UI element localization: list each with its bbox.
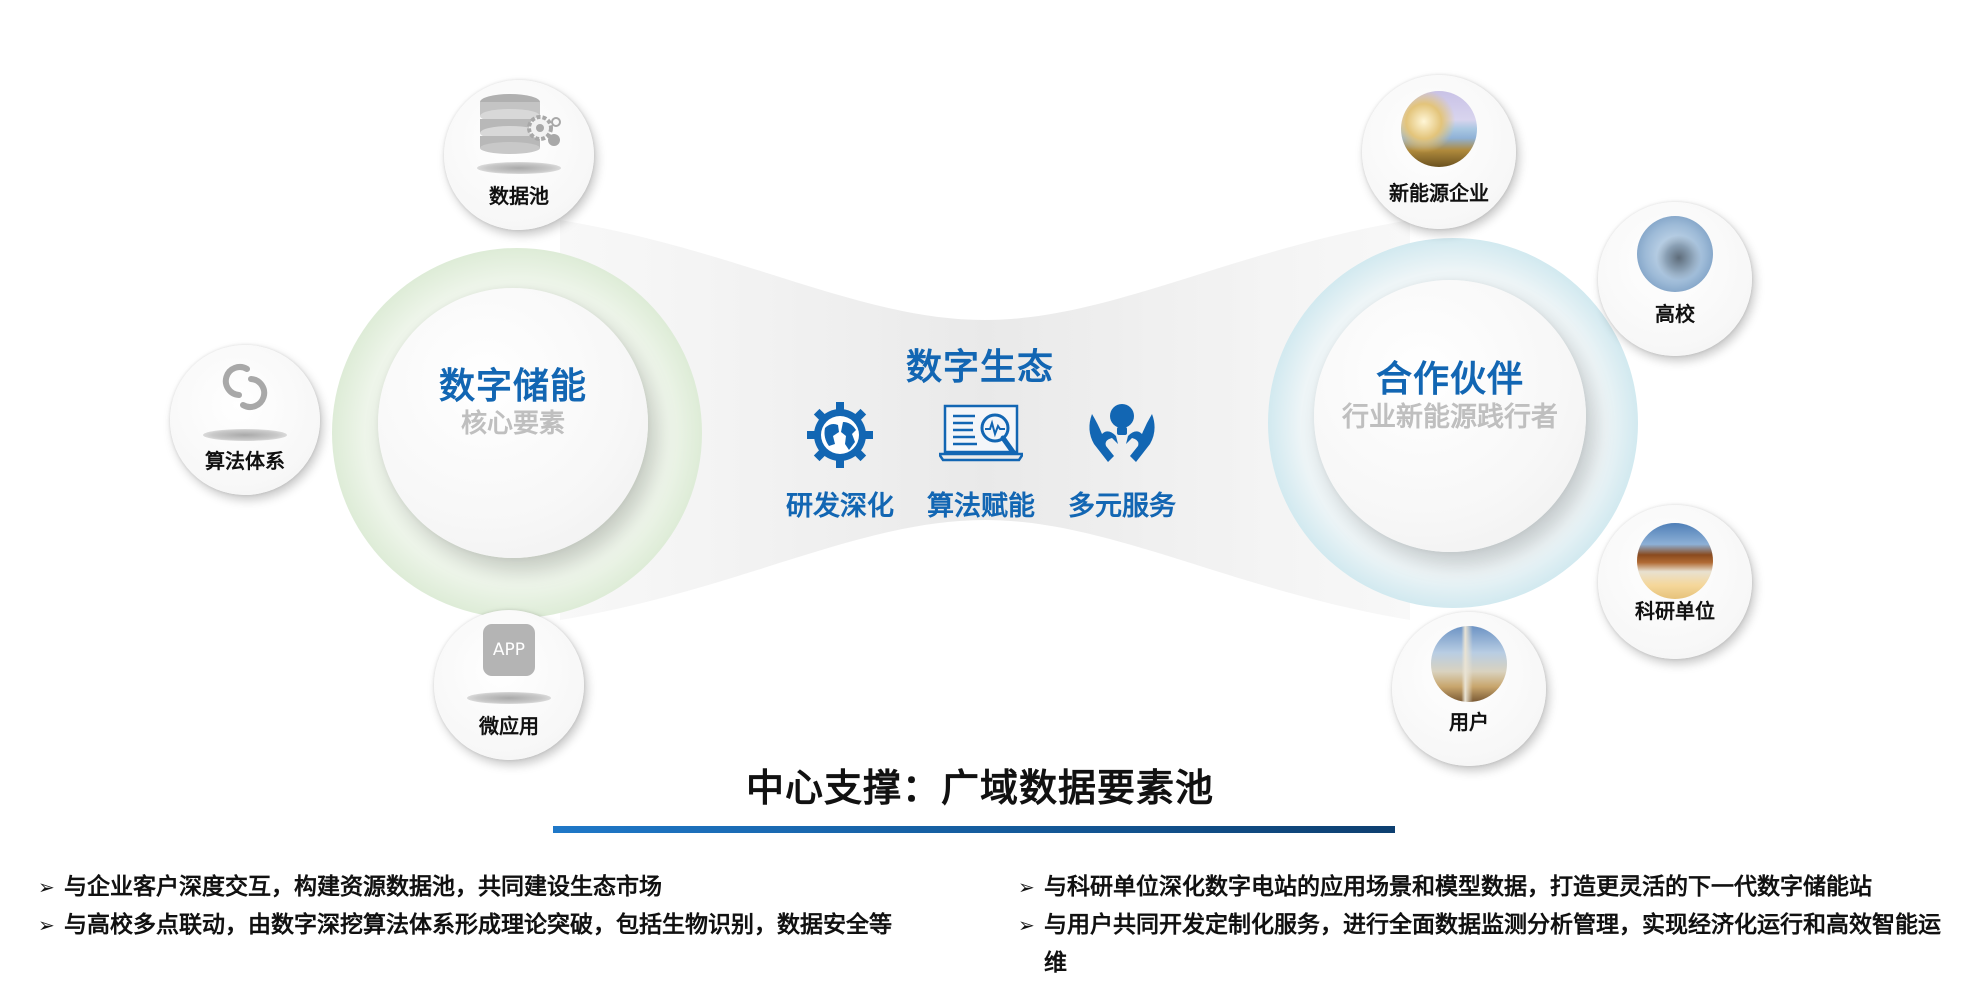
- bullets-left: ➢ 与企业客户深度交互，构建资源数据池，共同建设生态市场 ➢ 与高校多点联动，由…: [38, 868, 998, 944]
- algorithm-loop-icon: [222, 364, 268, 410]
- bullet-arrow-icon: ➢: [38, 913, 55, 937]
- bullets-right: ➢ 与科研单位深化数字电站的应用场景和模型数据，打造更灵活的下一代数字储能站 ➢…: [1018, 868, 1958, 982]
- satellite-label: 科研单位: [1635, 599, 1715, 623]
- bullet-arrow-icon: ➢: [1018, 913, 1035, 937]
- handshake-photo: [1637, 523, 1713, 599]
- robot-hand-photo: [1637, 216, 1713, 292]
- globe-gear-icon: [807, 402, 873, 468]
- bullet-text: 与用户共同开发定制化服务，进行全面数据监测分析管理，实现经济化运行和高效智能运维: [1044, 912, 1941, 976]
- ecosystem-item-label: 研发深化: [786, 491, 894, 522]
- app-icon-text: APP: [492, 640, 526, 660]
- ecosystem-item-algorithm: 算法赋能: [906, 398, 1056, 523]
- satellite-micro-app: APP 微应用: [434, 610, 584, 760]
- laptop-analytics-icon: [939, 404, 1023, 462]
- ecosystem-title: 数字生态: [905, 347, 1054, 388]
- satellite-new-energy-enterprise: 新能源企业: [1362, 75, 1516, 229]
- bullet-text: 与科研单位深化数字电站的应用场景和模型数据，打造更灵活的下一代数字储能站: [1044, 874, 1872, 900]
- satellite-data-pool: 数据池: [444, 80, 594, 230]
- bullet-item: ➢ 与用户共同开发定制化服务，进行全面数据监测分析管理，实现经济化运行和高效智能…: [1018, 906, 1958, 982]
- satellite-label: 算法体系: [205, 449, 285, 473]
- satellite-label: 微应用: [479, 714, 539, 738]
- support-title: 中心支撑：广域数据要素池: [745, 766, 1214, 810]
- satellite-label: 高校: [1655, 302, 1695, 326]
- bullet-arrow-icon: ➢: [38, 875, 55, 899]
- database-gear-icon: [480, 94, 561, 154]
- satellite-algorithm-system: 算法体系: [170, 345, 320, 495]
- satellite-label: 新能源企业: [1389, 181, 1489, 205]
- core-circle: 数字储能 核心要素: [378, 288, 648, 558]
- city-skyline-photo: [1431, 626, 1507, 702]
- bullet-text: 与高校多点联动，由数字深挖算法体系形成理论突破，包括生物识别，数据安全等: [64, 912, 892, 938]
- icon-shadow: [467, 692, 551, 704]
- satellite-users: 用户: [1392, 612, 1546, 766]
- ecosystem-item-services: 多元服务: [1047, 398, 1197, 523]
- satellite-research-institute: 科研单位: [1598, 505, 1752, 659]
- bullet-item: ➢ 与高校多点联动，由数字深挖算法体系形成理论突破，包括生物识别，数据安全等: [38, 906, 998, 944]
- support-divider: [553, 826, 1395, 833]
- ecosystem-item-label: 多元服务: [1068, 491, 1176, 522]
- hands-lightbulb-icon: [1089, 404, 1155, 462]
- bullet-item: ➢ 与企业客户深度交互，构建资源数据池，共同建设生态市场: [38, 868, 998, 906]
- app-icon: APP: [483, 624, 535, 676]
- partners-circle: 合作伙伴 行业新能源践行者: [1314, 280, 1586, 552]
- partners-subtitle: 行业新能源践行者: [1342, 401, 1558, 433]
- core-subtitle: 核心要素: [460, 409, 565, 440]
- icon-shadow: [477, 162, 561, 174]
- core-title: 数字储能: [438, 366, 587, 408]
- partners-title: 合作伙伴: [1375, 358, 1524, 400]
- bullet-item: ➢ 与科研单位深化数字电站的应用场景和模型数据，打造更灵活的下一代数字储能站: [1018, 868, 1958, 906]
- ecosystem-item-label: 算法赋能: [927, 491, 1035, 522]
- satellite-university: 高校: [1598, 202, 1752, 356]
- satellite-label: 用户: [1449, 710, 1489, 734]
- satellite-label: 数据池: [489, 184, 549, 208]
- solar-field-photo: [1401, 91, 1477, 167]
- bullet-arrow-icon: ➢: [1018, 875, 1035, 899]
- bullet-text: 与企业客户深度交互，构建资源数据池，共同建设生态市场: [64, 874, 662, 900]
- icon-shadow: [203, 429, 287, 441]
- ecosystem-item-rd: 研发深化: [765, 398, 915, 523]
